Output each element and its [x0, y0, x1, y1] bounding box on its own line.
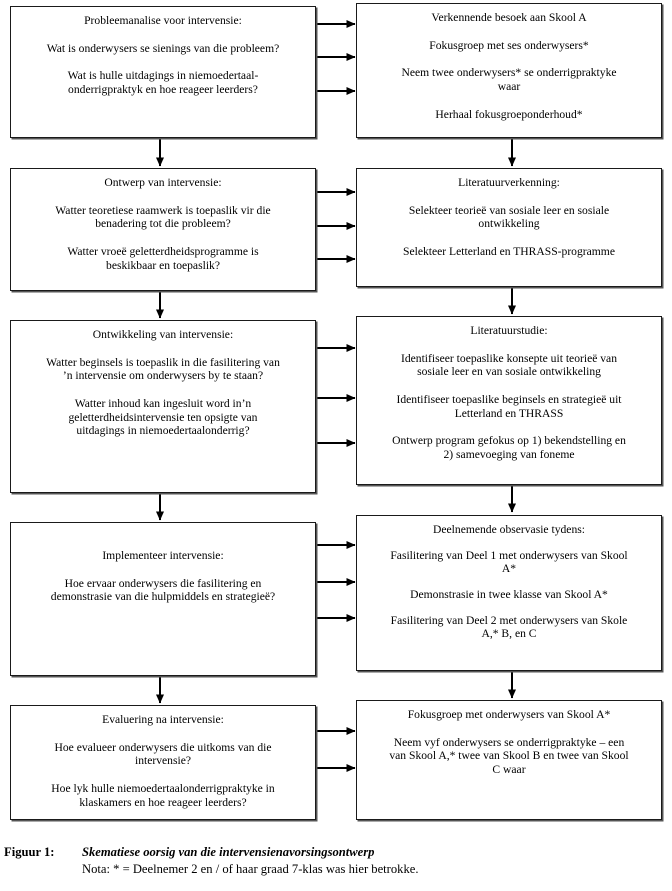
box-line: Wat is hulle uitdagings in niemoedertaal…	[67, 69, 259, 97]
box-line: Verkennende besoek aan Skool A	[431, 11, 587, 24]
box-line: Deelnemende observasie tydens:	[433, 523, 585, 536]
box-line: Selekteer Letterland en THRASS-programme	[403, 245, 615, 259]
row-4-horizontal-arrows	[315, 541, 356, 622]
box-ontwikkeling-van-intervensie[interactable]: Ontwikkeling van intervensie: Watter beg…	[10, 320, 316, 493]
box-ontwerp-van-intervensie[interactable]: Ontwerp van intervensie: Watter teoretie…	[10, 168, 316, 291]
box-line: Hoe ervaar onderwysers die fasilitering …	[50, 576, 276, 604]
box-line: Fokusgroep met ses onderwysers*	[429, 38, 589, 52]
box-line: Hoe lyk hulle niemoedertaalonderrigprakt…	[51, 782, 275, 809]
box-line: Implementeer intervensie:	[102, 549, 224, 562]
box-line: Literatuurverkenning:	[458, 176, 560, 189]
row-2-horizontal-arrows	[315, 188, 356, 263]
box-line: Herhaal fokusgroeponderhoud*	[435, 107, 583, 121]
row-3-horizontal-arrows	[315, 344, 356, 447]
box-line: Evaluering na intervensie:	[102, 713, 224, 726]
box-line: Watter teoretiese raamwerk is toepaslik …	[55, 203, 271, 231]
box-line: Neem twee onderwysers* se onderrigprakty…	[401, 66, 617, 94]
box-line: Ontwerp van intervensie:	[104, 176, 222, 189]
figure-caption: Figuur 1: Skematiese oorsig van die inte…	[0, 845, 672, 877]
box-line: Neem vyf onderwysers se onderrigpraktyke…	[389, 735, 629, 777]
figure-label: Figuur 1:	[4, 845, 55, 859]
box-line: Hoe evalueer onderwysers die uitkoms van…	[54, 740, 272, 768]
box-line: Literatuurstudie:	[470, 324, 548, 337]
box-line: Wat is onderwysers se sienings van die p…	[46, 41, 280, 55]
box-line: Ontwerp program gefokus op 1) bekendstel…	[392, 434, 626, 462]
box-line: Demonstrasie in twee klasse van Skool A*	[410, 588, 608, 602]
box-line: Watter beginsels is toepaslik in die fas…	[46, 355, 280, 383]
box-fokusgroep-skool-a[interactable]: Fokusgroep met onderwysers van Skool A* …	[356, 700, 662, 820]
box-line: Selekteer teorieë van sosiale leer en so…	[408, 203, 610, 231]
row-5-horizontal-arrows	[315, 727, 356, 772]
box-probleemanalise-voor-intervensie[interactable]: Probleemanalise voor intervensie: Wat is…	[10, 6, 316, 138]
box-line: Identifiseer toepaslike konsepte uit teo…	[400, 351, 617, 379]
box-line: Probleemanalise voor intervensie:	[84, 14, 242, 27]
box-line: Fokusgroep met onderwysers van Skool A*	[407, 708, 611, 721]
box-deelnemende-observasie[interactable]: Deelnemende observasie tydens: Fasiliter…	[356, 515, 662, 671]
box-literatuurverkenning[interactable]: Literatuurverkenning: Selekteer teorieë …	[356, 168, 662, 287]
box-line: Fasilitering van Deel 2 met onderwysers …	[390, 613, 628, 641]
box-line: Fasilitering van Deel 1 met onderwysers …	[390, 548, 628, 576]
figure-title: Skematiese oorsig van die intervensienav…	[82, 845, 375, 859]
box-verkennende-besoek[interactable]: Verkennende besoek aan Skool A Fokusgroe…	[356, 3, 662, 138]
box-literatuurstudie[interactable]: Literatuurstudie: Identifiseer toepaslik…	[356, 316, 662, 485]
box-line: Identifiseer toepaslike beginsels en str…	[396, 393, 622, 420]
row-1-horizontal-arrows	[315, 20, 356, 95]
figure-note: Nota: * = Deelnemer 2 en / of haar graad…	[82, 862, 419, 876]
box-implementeer-intervensie[interactable]: Implementeer intervensie: Hoe ervaar ond…	[10, 522, 316, 676]
box-evaluering-na-intervensie[interactable]: Evaluering na intervensie: Hoe evalueer …	[10, 705, 316, 820]
box-line: Ontwikkeling van intervensie:	[92, 328, 234, 341]
figure-caption-title-row: Figuur 1: Skematiese oorsig van die inte…	[4, 845, 668, 860]
intervention-research-flowchart: Probleemanalise voor intervensie: Wat is…	[10, 3, 662, 820]
